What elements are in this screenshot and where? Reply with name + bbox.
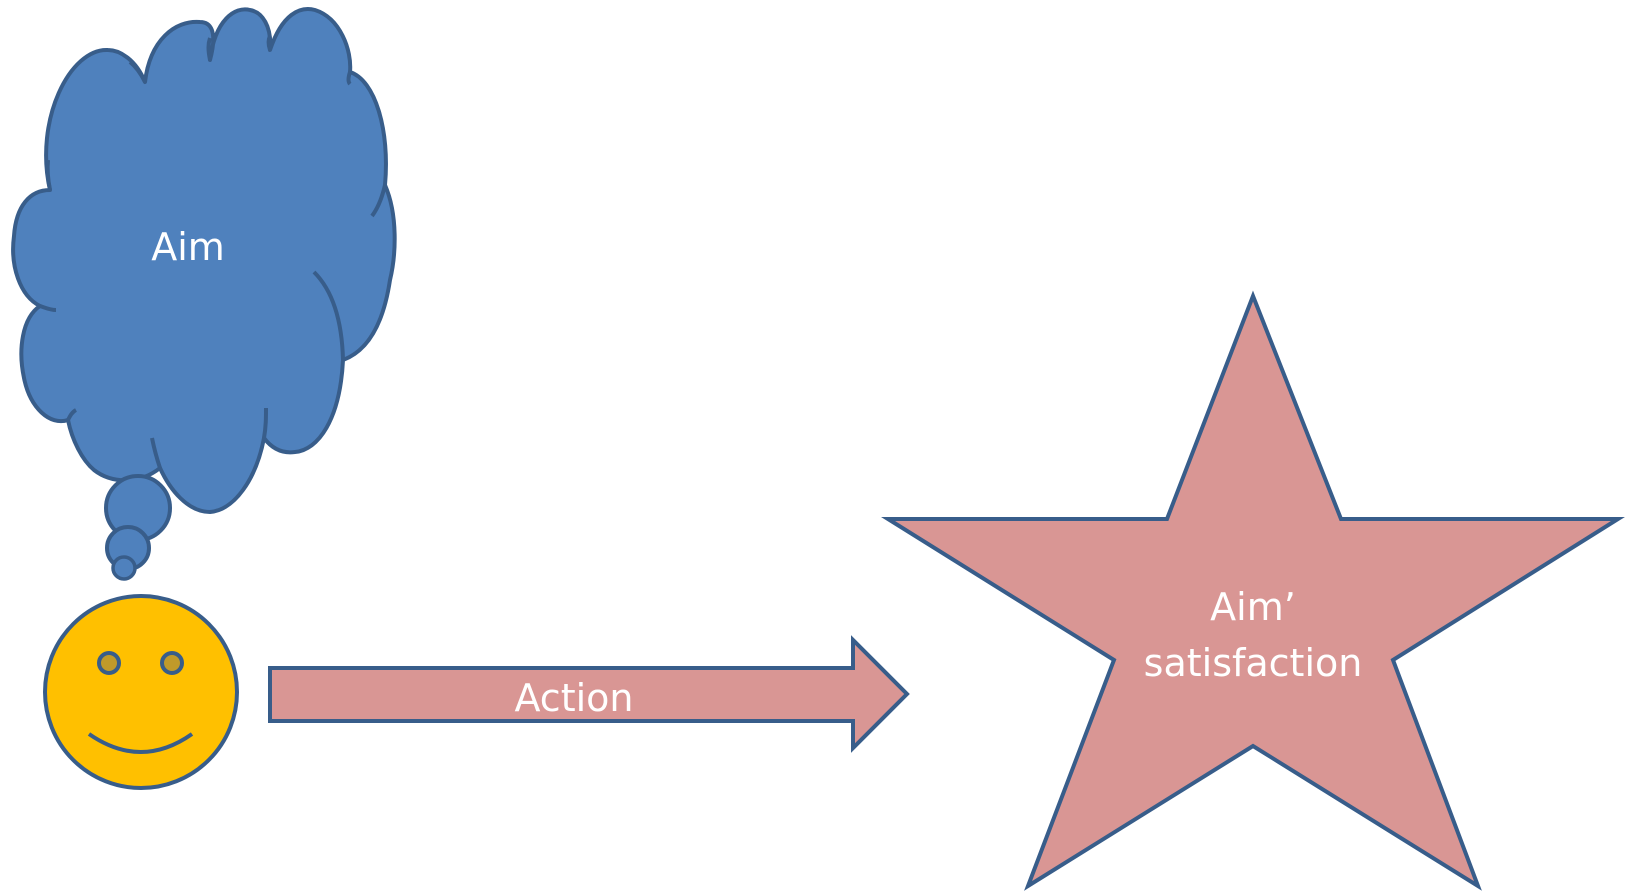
five-point-star-icon [881, 290, 1625, 891]
right-eye-icon [160, 651, 184, 675]
cloud-inner-arc [66, 408, 78, 421]
action-arrow: Action [268, 635, 910, 753]
cloud-inner-arc [206, 37, 212, 61]
thought-bubble-small [111, 555, 137, 581]
cloud-inner-arc [312, 270, 345, 361]
smiley-face-icon [43, 594, 239, 790]
cloud-inner-arc [370, 184, 387, 218]
cloud-inner-arc [346, 71, 352, 86]
thought-cloud-icon [11, 7, 397, 514]
cloud-inner-arc [266, 35, 272, 51]
left-eye-icon [97, 651, 121, 675]
cloud-inner-arc [45, 159, 52, 191]
arrow-label: Action [514, 676, 633, 720]
smiley-face [43, 594, 239, 790]
cloud-inner-arc [150, 437, 162, 469]
star-label-line2: satisfaction [1144, 641, 1363, 685]
cloud-inner-arc [39, 304, 57, 312]
cloud-inner-arc [128, 60, 147, 83]
aim-satisfaction-star: Aim’ satisfaction [881, 290, 1625, 891]
thought-cloud: Aim [11, 7, 397, 581]
cloud-inner-arc [262, 407, 268, 439]
smile-mouth-icon [87, 732, 194, 754]
right-arrow-icon [268, 635, 910, 753]
cloud-label: Aim [151, 225, 225, 269]
star-label-line1: Aim’ [1210, 585, 1296, 629]
